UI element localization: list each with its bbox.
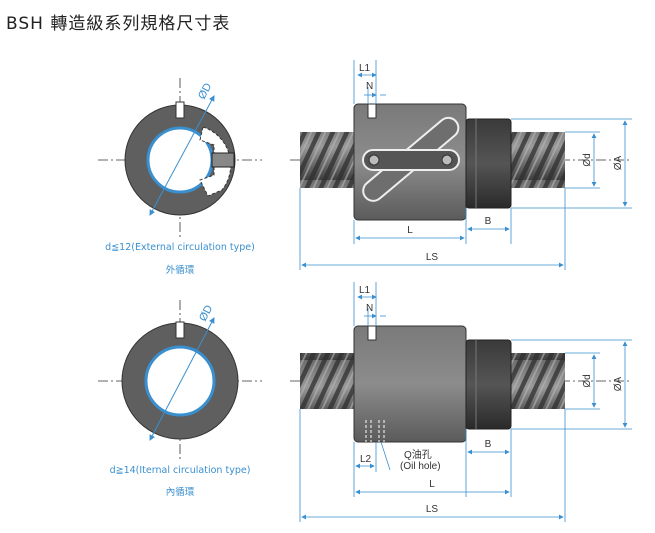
- a-label: ØA: [613, 155, 624, 170]
- od-dimension-line: [149, 95, 215, 216]
- return-tube-fitting: [211, 152, 235, 168]
- l1-label: L1: [359, 63, 371, 74]
- nut-flange: [465, 118, 512, 209]
- b-label: B: [485, 216, 492, 227]
- shaft-bore-circle: [144, 345, 216, 417]
- l1-label: L1: [359, 285, 371, 296]
- l-label: L: [429, 479, 435, 490]
- d-label: Ød: [582, 374, 593, 387]
- ls-label: LS: [426, 504, 439, 515]
- top-end-view: ØD d≦12(External circulation type) 外循環: [98, 78, 262, 276]
- b-label: B: [485, 439, 492, 450]
- bottom-caption-sub: 內循環: [166, 486, 195, 498]
- n-label: N: [366, 303, 373, 314]
- l2-label: L2: [360, 454, 372, 465]
- shaft-thread-right: [508, 132, 565, 188]
- top-caption-sub: 外循環: [166, 264, 195, 276]
- a-label: ØA: [613, 376, 624, 391]
- oil-hole-en-label: (Oil hole): [400, 461, 441, 472]
- key-slot: [175, 101, 185, 119]
- l-label: L: [407, 225, 413, 236]
- top-side-view: L1 N L B LS Ød ØA: [290, 60, 632, 270]
- top-caption: d≦12(External circulation type): [105, 242, 255, 253]
- oil-hole-marks: [365, 420, 385, 442]
- od-label: ØD: [196, 81, 214, 101]
- shaft-thread-left: [300, 353, 358, 409]
- page-title: BSH 轉造級系列規格尺寸表: [6, 14, 231, 34]
- tube-clamp: [362, 149, 460, 171]
- nut-body: [353, 325, 467, 443]
- shaft-thread-left: [300, 132, 358, 188]
- key-slot: [175, 321, 185, 339]
- od-dimension-line: [149, 317, 215, 441]
- bottom-side-view: L1 N L2 Q油孔 (Oil hole) B L LS Ød ØA: [290, 282, 632, 522]
- bottom-dimensions: [299, 282, 632, 522]
- top-key-slot: [367, 103, 377, 119]
- shaft-thread-right: [508, 353, 565, 409]
- d-label: Ød: [582, 153, 593, 166]
- n-label: N: [366, 81, 373, 92]
- top-key-slot: [367, 325, 377, 341]
- ls-label: LS: [426, 252, 439, 263]
- nut-flange: [465, 339, 512, 430]
- top-dimensions: [299, 60, 632, 270]
- bottom-caption: d≧14(Iternal circulation type): [110, 465, 251, 476]
- oil-hole-label: Q油孔: [404, 448, 432, 461]
- bottom-end-view: ØD d≧14(Iternal circulation type) 內循環: [98, 300, 262, 498]
